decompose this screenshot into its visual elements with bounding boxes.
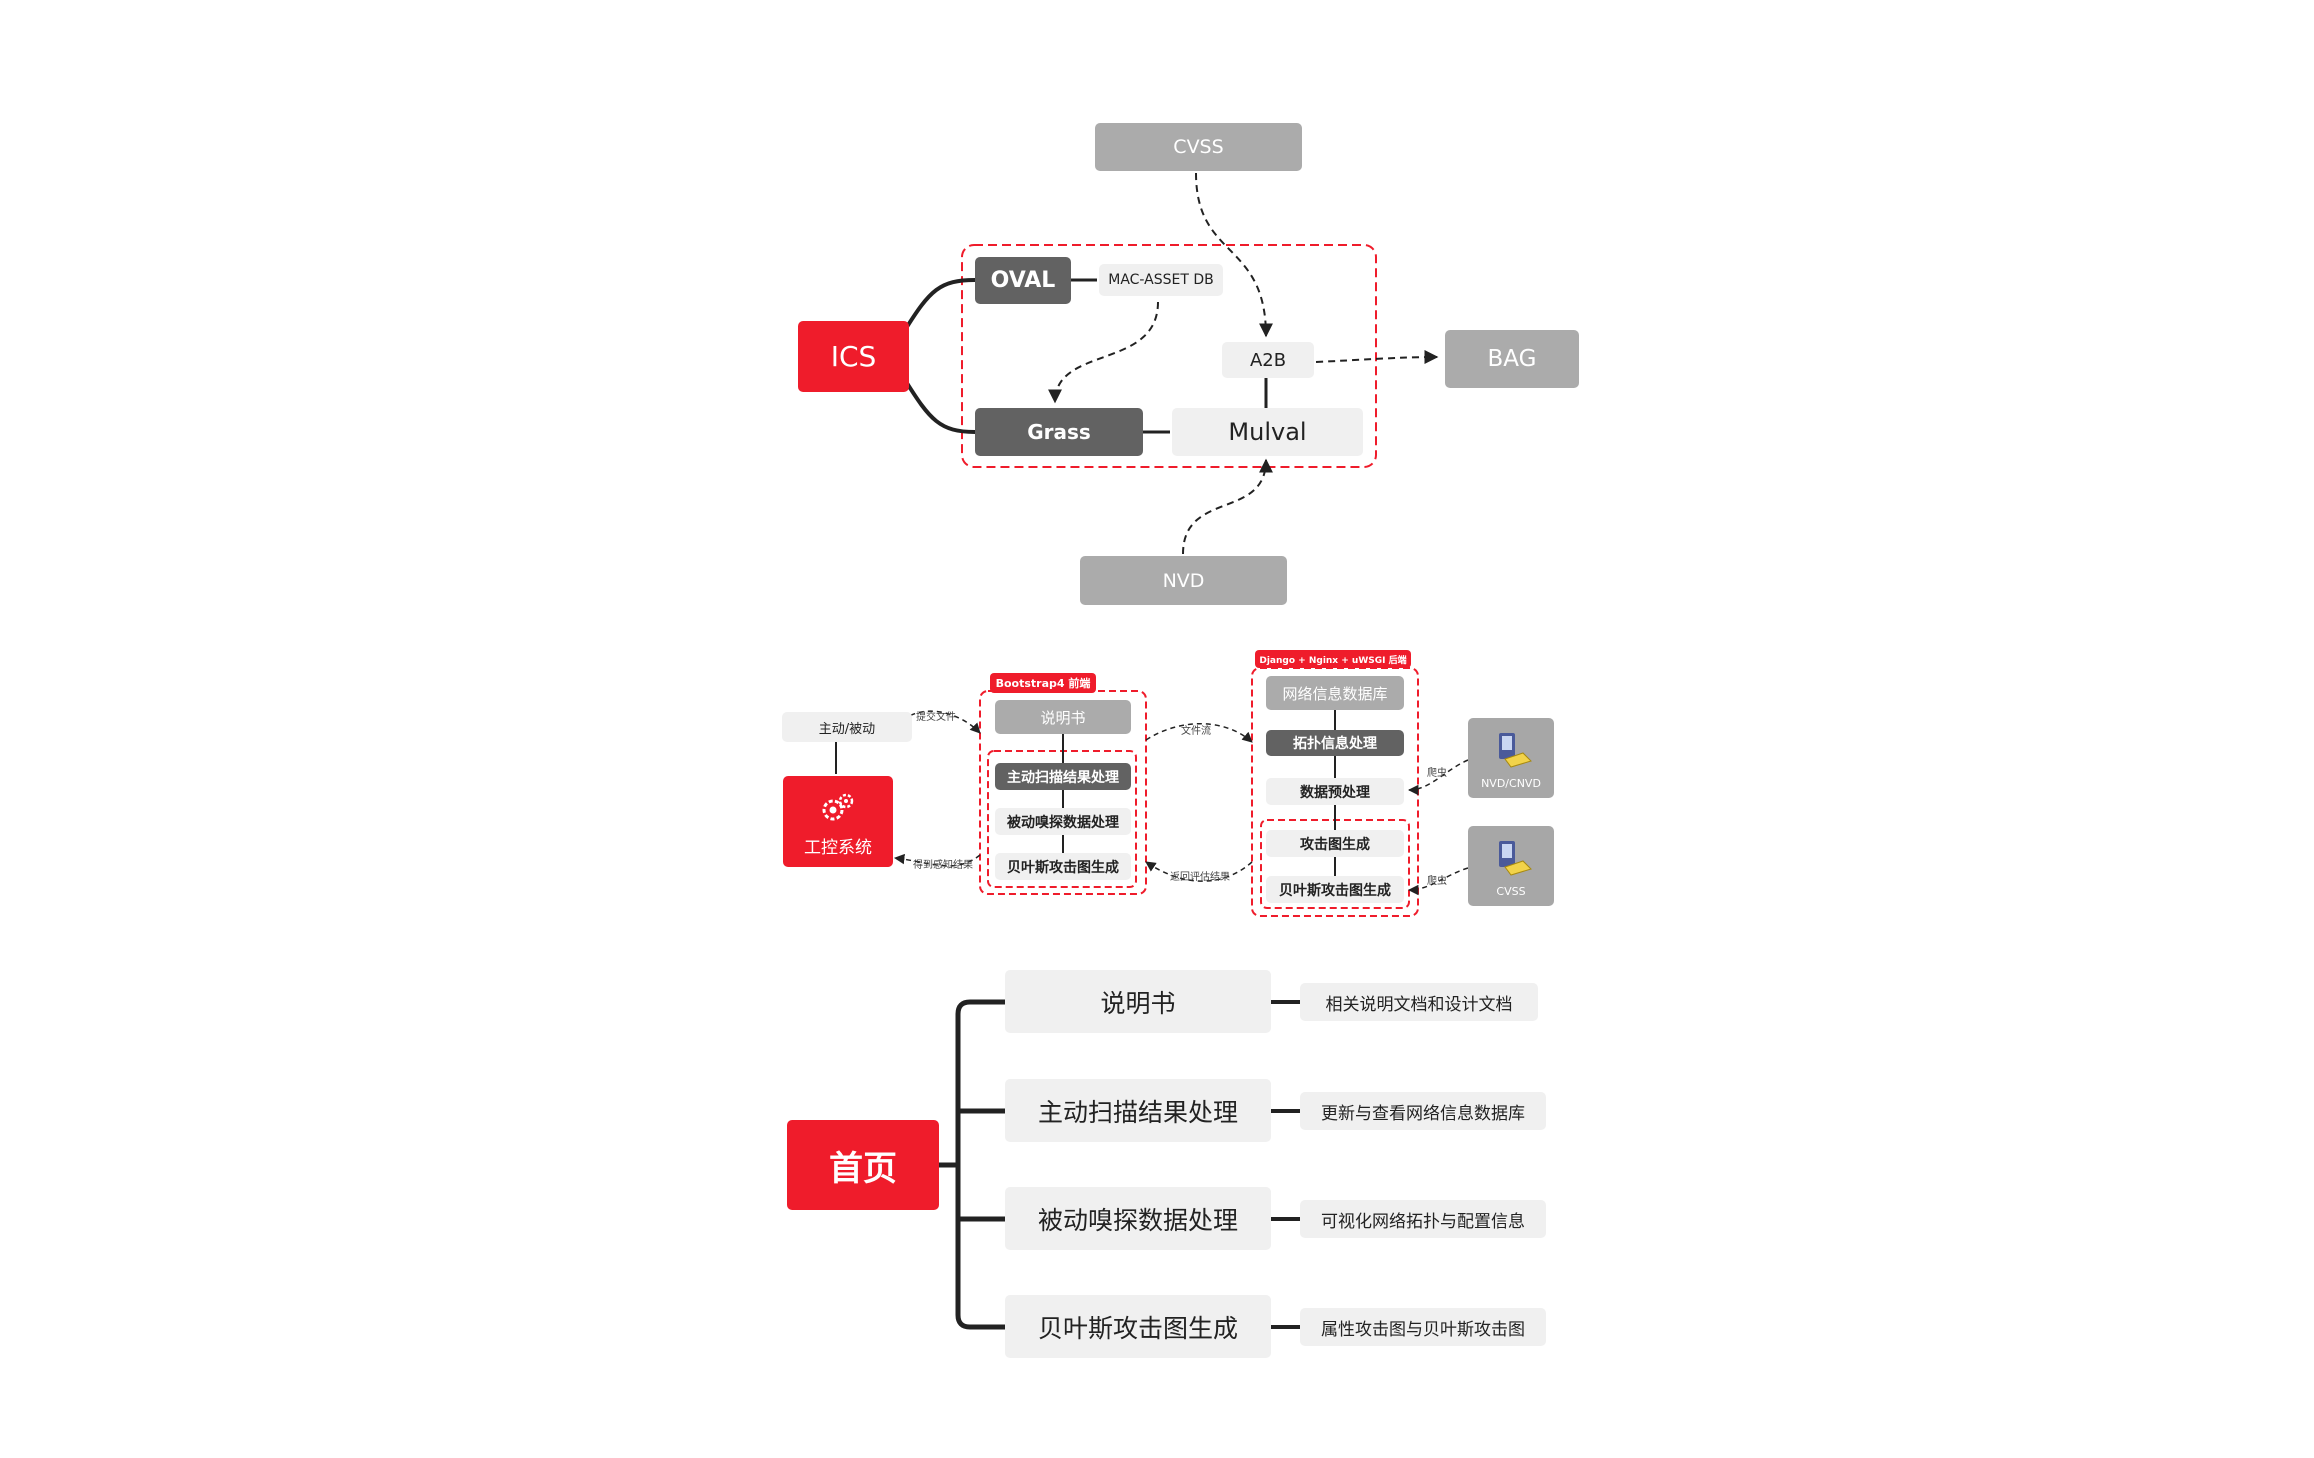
active-scan-node[interactable]: 主动扫描结果处理 [995, 763, 1131, 790]
grass-node[interactable]: Grass [975, 408, 1143, 456]
desc-manual: 相关说明文档和设计文档 [1300, 983, 1538, 1021]
bayes-front-node[interactable]: 贝叶斯攻击图生成 [995, 853, 1131, 880]
mulval-node[interactable]: Mulval [1172, 408, 1363, 456]
preprocess-node[interactable]: 数据预处理 [1266, 778, 1404, 805]
file-stream-arrow [1145, 723, 1253, 743]
cvss-to-a2b-arrow [1195, 172, 1273, 338]
branch-bayes[interactable]: 贝叶斯攻击图生成 [1005, 1295, 1271, 1358]
edge-label-submit: 提交文件 [916, 712, 956, 723]
return-eval-arrow [1145, 861, 1253, 882]
cvss-mid-node[interactable]: CVSS [1468, 826, 1554, 906]
nvd-cnvd-label: NVD/CNVD [1481, 776, 1541, 790]
top-dashed-group [961, 244, 1377, 468]
mode-node[interactable]: 主动/被动 [782, 712, 912, 742]
branch-passive-sniff[interactable]: 被动嗅探数据处理 [1005, 1187, 1271, 1250]
ics-system-node[interactable]: 工控系统 [783, 776, 893, 867]
ics-node[interactable]: ICS [798, 321, 909, 392]
branch-manual[interactable]: 说明书 [1005, 970, 1271, 1033]
a2b-to-bag-arrow [1315, 350, 1439, 365]
desc-active-scan: 更新与查看网络信息数据库 [1300, 1092, 1546, 1130]
passive-sniff-node[interactable]: 被动嗅探数据处理 [995, 808, 1131, 835]
database-computer-icon [1499, 840, 1532, 876]
cvss-top-node[interactable]: CVSS [1095, 123, 1302, 171]
desc-passive-sniff: 可视化网络拓扑与配置信息 [1300, 1200, 1546, 1238]
cvss-mid-label: CVSS [1496, 884, 1526, 898]
ics-to-oval-line [903, 278, 976, 332]
nvd-cnvd-node[interactable]: NVD/CNVD [1468, 718, 1554, 798]
oval-node[interactable]: OVAL [975, 257, 1071, 304]
home-node[interactable]: 首页 [787, 1120, 939, 1210]
mac-to-grass-arrow [1048, 301, 1159, 404]
bayes-back-node[interactable]: 贝叶斯攻击图生成 [1266, 876, 1404, 903]
edge-label-return-eval: 返回评估结果 [1170, 872, 1230, 883]
a2b-node[interactable]: A2B [1222, 342, 1314, 378]
backend-tag: Django + Nginx + uWSGI 后端 [1255, 650, 1411, 668]
mac-asset-db-node[interactable]: MAC-ASSET DB [1099, 264, 1223, 296]
nvd-to-mulval-arrow [1182, 458, 1273, 555]
frontend-tag: Bootstrap4 前端 [990, 673, 1096, 693]
gear-icon [822, 793, 854, 821]
topo-node[interactable]: 拓扑信息处理 [1266, 730, 1404, 756]
nvd-top-node[interactable]: NVD [1080, 556, 1287, 605]
desc-bayes: 属性攻击图与贝叶斯攻击图 [1300, 1308, 1546, 1346]
net-db-node[interactable]: 网络信息数据库 [1266, 676, 1404, 710]
edge-label-file-stream: 文件流 [1181, 726, 1211, 737]
manual-node[interactable]: 说明书 [995, 700, 1131, 734]
ics-system-label: 工控系统 [804, 838, 872, 858]
bag-node[interactable]: BAG [1445, 330, 1579, 388]
attack-graph-node[interactable]: 攻击图生成 [1266, 830, 1404, 857]
frontend-dashed-group [979, 690, 1147, 895]
ics-to-grass-line [903, 378, 976, 434]
edge-label-crawl-2: 爬虫 [1427, 876, 1447, 887]
crawl2-arrow [1407, 867, 1469, 896]
edge-label-crawl-1: 爬虫 [1427, 768, 1447, 779]
edge-label-perceive: 得到感知结果 [913, 860, 973, 871]
home-tree-trunk [955, 999, 1005, 1330]
branch-active-scan[interactable]: 主动扫描结果处理 [1005, 1079, 1271, 1142]
database-computer-icon [1499, 732, 1532, 768]
